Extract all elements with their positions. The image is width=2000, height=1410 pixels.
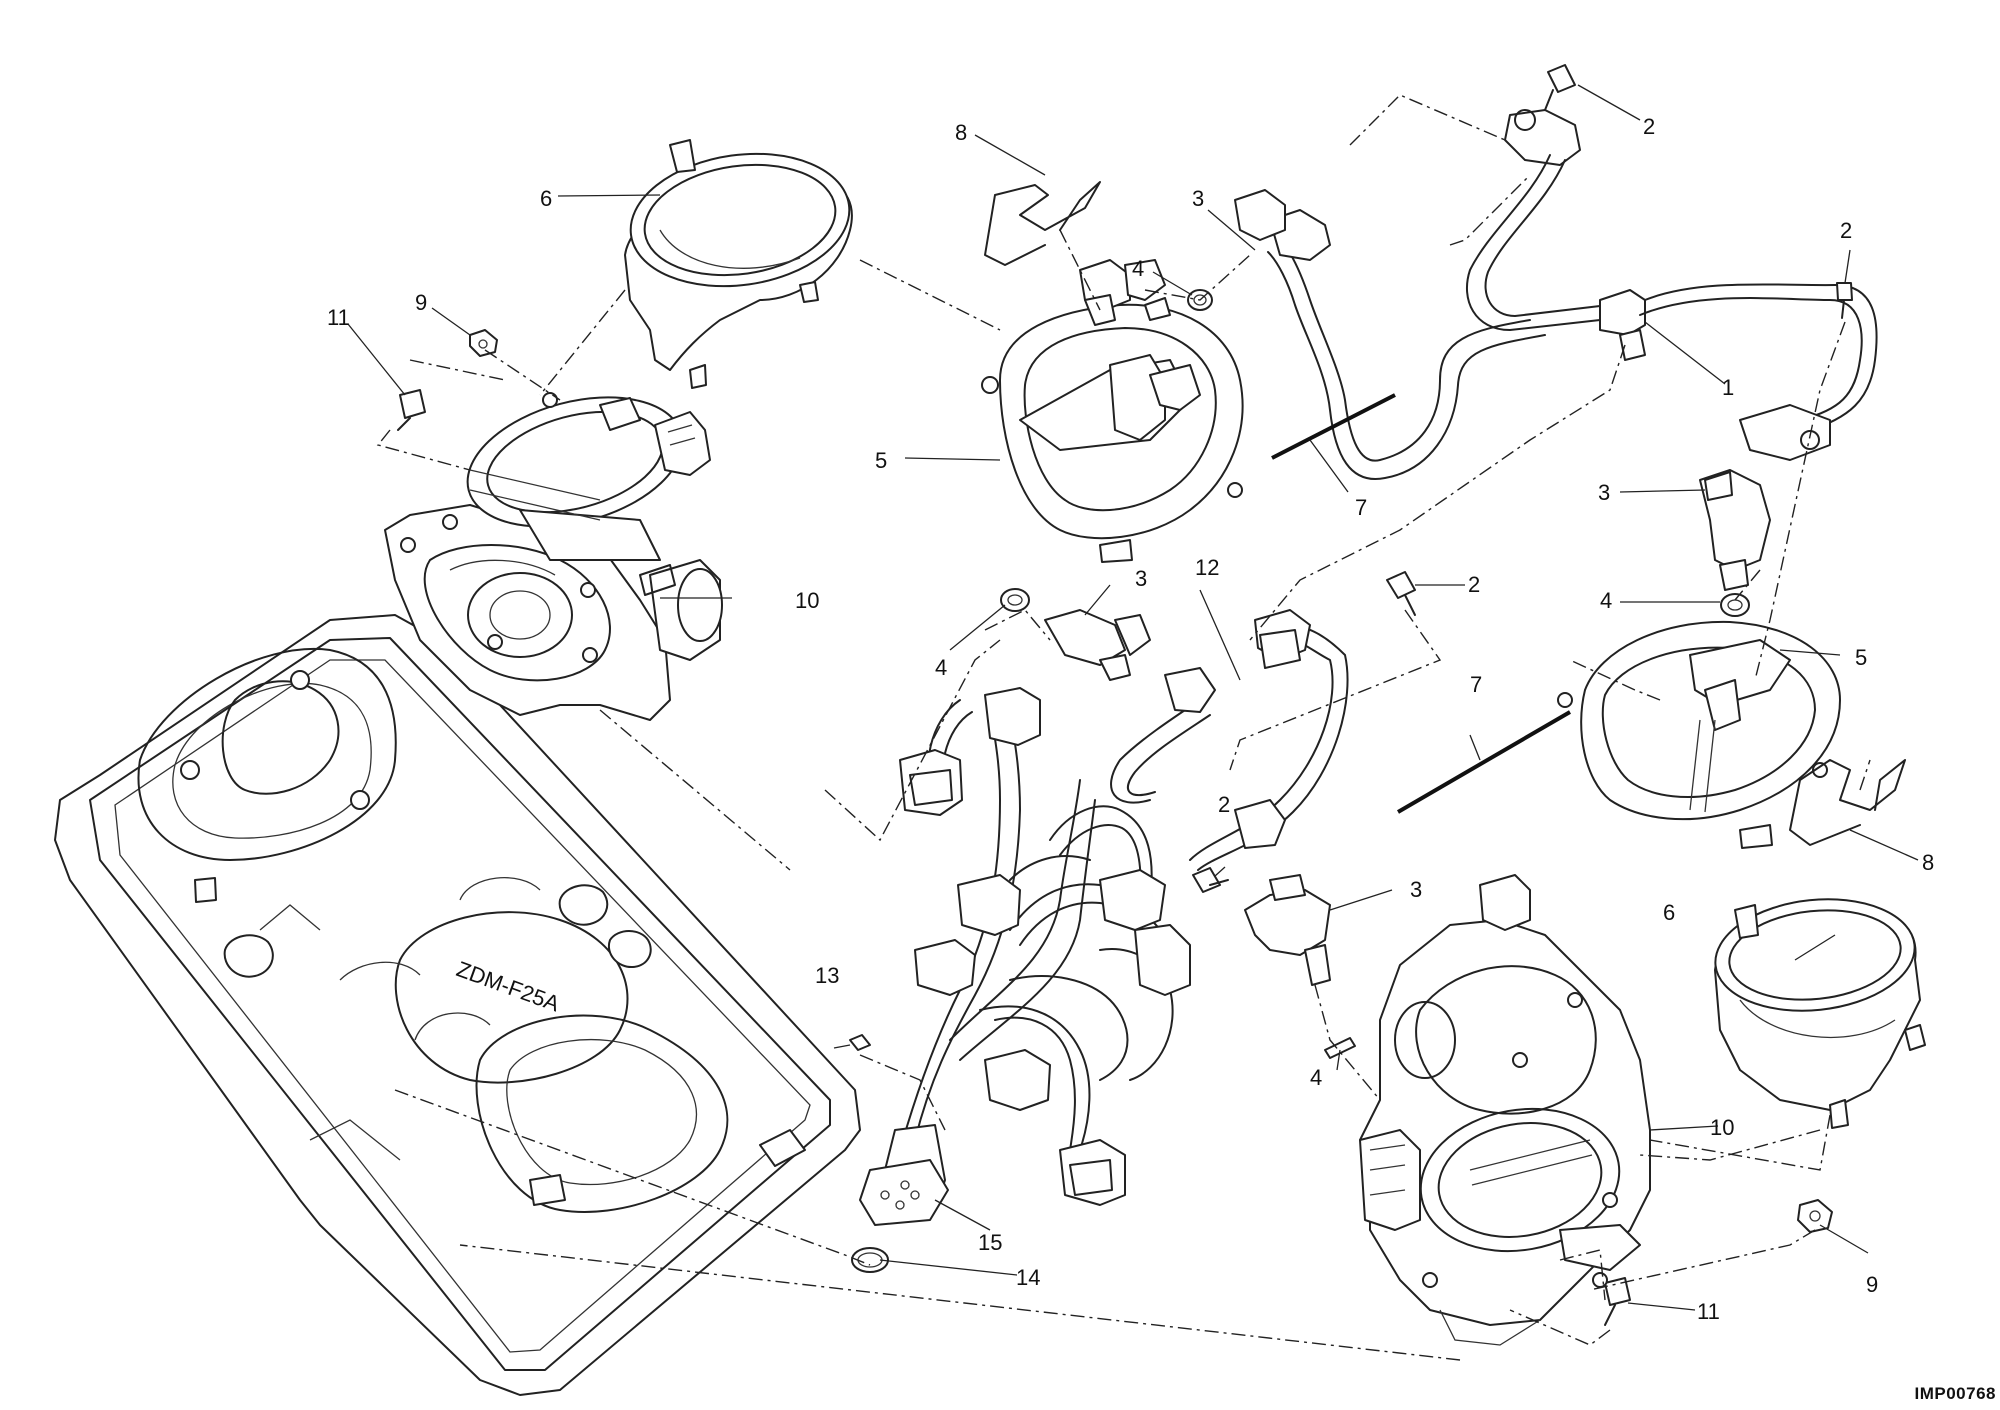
callout-14: 14 <box>1016 1265 1040 1290</box>
throttle-body-left <box>384 392 723 721</box>
callout-labels: 1 2 2 2 2 3 3 3 3 4 4 4 4 5 5 6 6 7 7 8 … <box>327 114 1934 1324</box>
callout-2-mid: 2 <box>1468 572 1480 597</box>
throttle-body-right <box>1359 874 1651 1346</box>
screw-2-top <box>1544 64 1576 111</box>
nut-9-right <box>1797 1199 1833 1233</box>
callout-2-lower: 2 <box>1218 792 1230 817</box>
callout-1: 1 <box>1722 375 1734 400</box>
diagram-code: IMP00768 <box>1914 1384 1996 1403</box>
callout-3-top: 3 <box>1192 186 1204 211</box>
fuel-injector-right <box>1699 469 1771 591</box>
rod-7-upper <box>1271 393 1396 460</box>
rod-7-right <box>1396 710 1572 814</box>
screw-2-right <box>1836 282 1853 319</box>
screw-2-lower <box>1192 867 1229 893</box>
fuel-injector-mid <box>1044 609 1151 681</box>
callout-15: 15 <box>978 1230 1002 1255</box>
callout-4-top: 4 <box>1132 256 1144 281</box>
fuel-hose-12 <box>1110 609 1349 871</box>
fuel-injector-lower <box>1244 874 1331 986</box>
callout-7-upper: 7 <box>1355 495 1367 520</box>
leader-lines <box>347 84 1919 1311</box>
callout-12: 12 <box>1195 555 1219 580</box>
screw-2-mid <box>1386 571 1416 616</box>
callout-8-top: 8 <box>955 120 967 145</box>
callout-13: 13 <box>815 963 839 988</box>
wiring-harness <box>859 687 1191 1226</box>
intake-funnel-left <box>624 139 853 389</box>
fuel-injector-top <box>1079 259 1166 326</box>
airbox-base: ZDM-F25A <box>54 614 861 1396</box>
clip-13 <box>849 1034 871 1051</box>
injector-ring-right <box>1557 620 1841 849</box>
callout-11-left: 11 <box>327 305 350 330</box>
callout-5-top: 5 <box>875 448 887 473</box>
callout-7-right: 7 <box>1470 672 1482 697</box>
callout-6-left: 6 <box>540 186 552 211</box>
callout-3-lower: 3 <box>1410 877 1422 902</box>
injector-ring-top <box>981 297 1244 563</box>
callout-4-right: 4 <box>1600 588 1612 613</box>
callout-4-lower: 4 <box>1310 1065 1322 1090</box>
callout-10-left: 10 <box>795 588 819 613</box>
callout-11-right: 11 <box>1697 1299 1720 1324</box>
o-ring-right <box>1720 593 1750 617</box>
intake-funnel-right <box>1714 898 1926 1129</box>
nut-9-left <box>469 329 498 357</box>
callout-3-mid: 3 <box>1135 566 1147 591</box>
callout-6-right: 6 <box>1663 900 1675 925</box>
spring-clip-right <box>1789 759 1906 846</box>
callout-10-right: 10 <box>1710 1115 1734 1140</box>
o-ring-lower <box>1324 1037 1356 1059</box>
callout-2-right: 2 <box>1840 218 1852 243</box>
callout-4-mid: 4 <box>935 655 947 680</box>
o-ring-mid <box>1000 588 1030 612</box>
callout-3-right: 3 <box>1598 480 1610 505</box>
callout-9-left: 9 <box>415 290 427 315</box>
assembly-lines <box>376 94 1871 1361</box>
bolt-11-right <box>1604 1277 1631 1326</box>
fuel-rail-assembly <box>1234 109 1878 481</box>
callout-2-top: 2 <box>1643 114 1655 139</box>
callout-5-right: 5 <box>1855 645 1867 670</box>
callout-9-right: 9 <box>1866 1272 1878 1297</box>
callout-8-right: 8 <box>1922 850 1934 875</box>
bolt-11-left <box>397 389 426 431</box>
spring-clip-top <box>984 181 1101 266</box>
